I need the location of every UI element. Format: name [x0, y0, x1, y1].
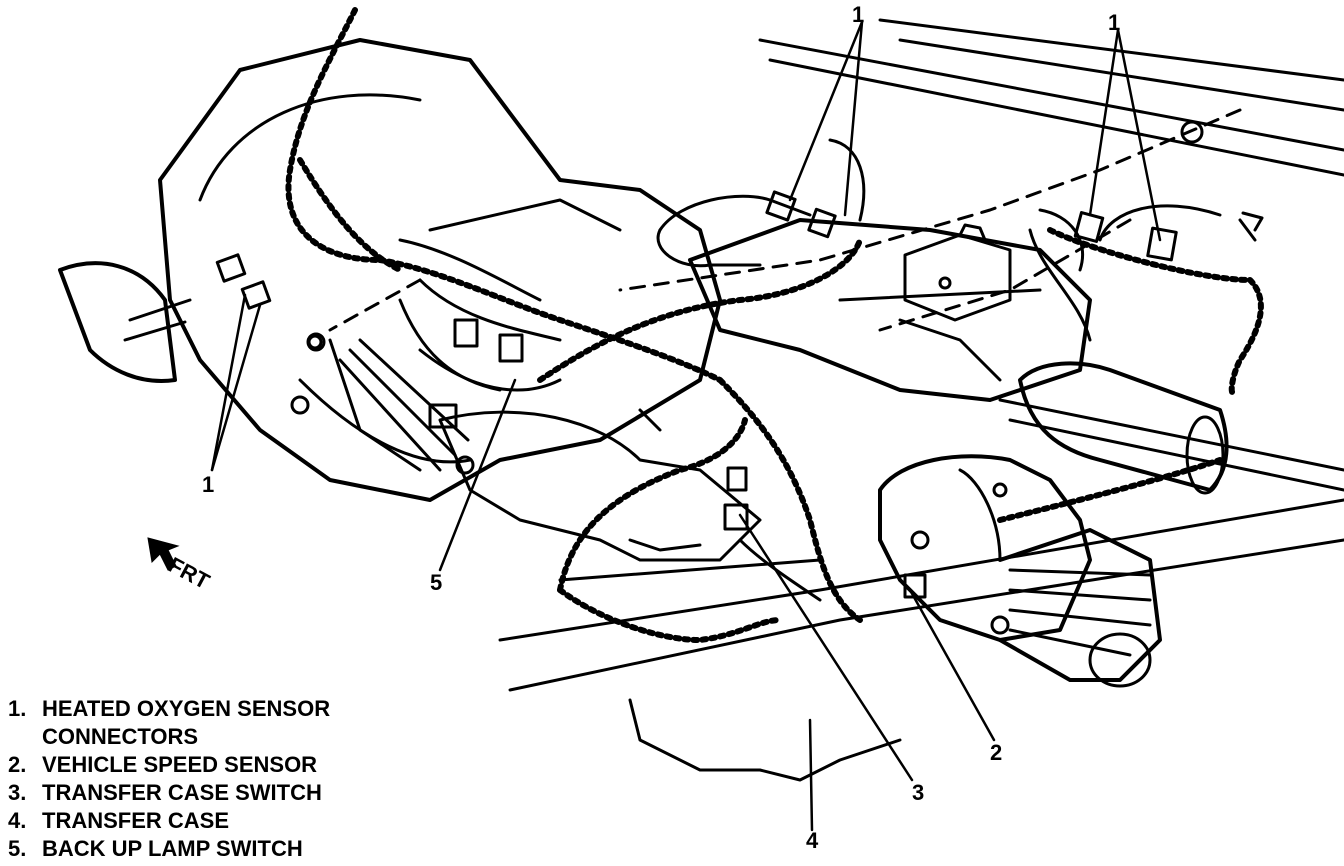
legend-item: 3. TRANSFER CASE SWITCH	[8, 779, 428, 807]
legend-item-number: 2.	[8, 752, 27, 777]
transmission-housing	[158, 38, 722, 502]
wiring-wires	[398, 138, 1222, 602]
wiring-harness	[285, 7, 1264, 643]
skid-plate	[628, 698, 902, 782]
legend-item: CONNECTORS	[8, 723, 428, 751]
legend-item-number: 4.	[8, 808, 27, 833]
legend-item-text: BACK UP LAMP SWITCH	[42, 836, 303, 861]
alignment-lines	[328, 108, 1242, 332]
legend-item-number: 1.	[8, 696, 27, 721]
callout-2: 2	[990, 740, 1003, 765]
legend-item-number: 3.	[8, 780, 27, 805]
oxygen-sensor-connectors	[215, 190, 1178, 310]
legend-item-number: 5.	[8, 836, 27, 861]
callout-leaders	[210, 20, 1162, 832]
callout-5: 5	[430, 570, 443, 595]
callout-3: 3	[912, 780, 925, 805]
transfer-case	[878, 454, 1162, 688]
legend-item-number	[8, 723, 42, 751]
legend-item: 2. VEHICLE SPEED SENSOR	[8, 751, 428, 779]
mounting-bolts	[307, 120, 1264, 432]
legend-item-text: CONNECTORS	[42, 724, 199, 749]
callout-1-top-right: 1	[1108, 10, 1121, 35]
legend: 1. HEATED OXYGEN SENSOR CONNECTORS 2. VEHICL…	[8, 695, 428, 863]
frame-rails	[498, 18, 1344, 692]
legend-item-text: TRANSFER CASE SWITCH	[42, 780, 322, 805]
legend-item-text: HEATED OXYGEN SENSOR	[42, 696, 331, 721]
legend-item-text: TRANSFER CASE	[42, 808, 230, 833]
mounting-module	[903, 223, 1012, 322]
exhaust-converter	[688, 218, 1229, 495]
switch-connectors	[428, 318, 927, 599]
legend-item-text: VEHICLE SPEED SENSOR	[42, 752, 318, 777]
callout-1-top-center: 1	[852, 2, 865, 27]
legend-item: 1. HEATED OXYGEN SENSOR	[8, 695, 428, 723]
exhaust-pipe-left	[58, 261, 192, 383]
callout-4: 4	[806, 828, 819, 853]
lower-pan	[438, 410, 762, 562]
callout-1-left: 1	[202, 472, 215, 497]
front-arrow-icon	[147, 537, 180, 571]
legend-item: 4. TRANSFER CASE	[8, 807, 428, 835]
legend-item: 5. BACK UP LAMP SWITCH	[8, 835, 428, 863]
